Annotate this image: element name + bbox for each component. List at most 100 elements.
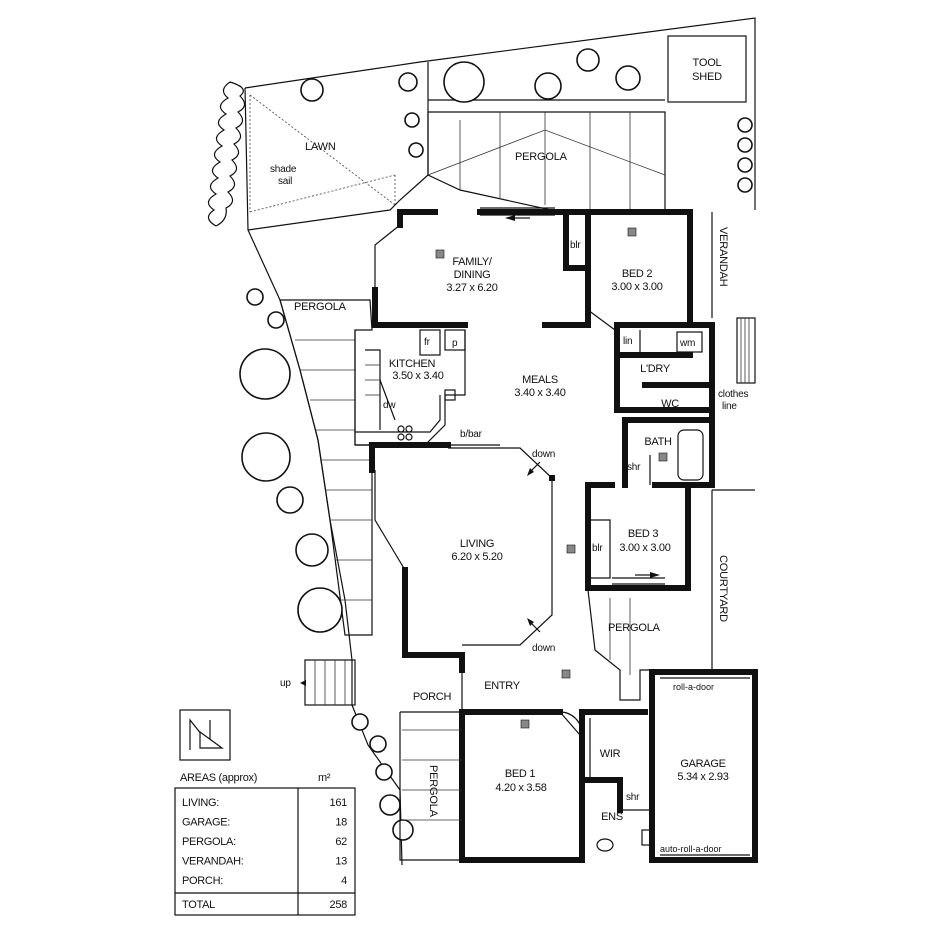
- shade-sail-label: shade: [270, 164, 297, 175]
- power-points: [435, 227, 668, 729]
- bed1-size: 4.20 x 3.58: [495, 782, 546, 794]
- areas-row-label: PERGOLA:: [182, 836, 236, 848]
- tree-icon: [737, 117, 753, 133]
- tree-icon: [392, 819, 414, 841]
- wc-name: WC: [661, 398, 679, 410]
- tree-icon: [297, 587, 343, 633]
- pergola-bottom-label: PERGOLA: [427, 765, 439, 818]
- bath-name: BATH: [644, 436, 672, 448]
- areas-row-value: 62: [335, 836, 347, 848]
- tree-icon: [241, 432, 291, 482]
- bed2-name: BED 2: [622, 268, 652, 280]
- p-label: p: [452, 338, 458, 349]
- areas-total-value: 258: [330, 899, 348, 911]
- tool-shed: TOOL SHED: [667, 35, 747, 103]
- areas-row-value: 161: [330, 797, 348, 809]
- tree-icon: [239, 348, 291, 400]
- tree-icon: [737, 157, 753, 173]
- arrow-down-icon: [527, 468, 534, 476]
- living-size: 6.20 x 5.20: [451, 551, 502, 563]
- interior-walls: [354, 207, 758, 861]
- arrow-right-icon: [650, 572, 660, 578]
- garden-steps: up: [280, 659, 356, 706]
- areas-row-label: LIVING:: [182, 797, 219, 809]
- fr-label: fr: [424, 337, 431, 348]
- pergola-left: PERGOLA: [279, 299, 373, 636]
- ens-name: ENS: [601, 811, 623, 823]
- roll-a-door-label: roll-a-door: [673, 682, 714, 692]
- verandah-label: VERANDAH: [717, 227, 729, 287]
- tree-icon: [615, 65, 641, 91]
- tree-icon: [351, 713, 369, 731]
- areas-unit: m²: [318, 772, 331, 784]
- down-label-2: down: [532, 643, 555, 654]
- garage-name: GARAGE: [680, 758, 725, 770]
- tree-icon: [737, 137, 753, 153]
- shr-ens-label: shr: [626, 792, 640, 803]
- tree-icon: [443, 61, 485, 103]
- wir-name: WIR: [600, 748, 621, 760]
- areas-row-label: PORCH:: [182, 875, 223, 887]
- tree-icon: [369, 735, 387, 753]
- courtyard: COURTYARD: [711, 490, 729, 672]
- tree-icon: [404, 112, 420, 128]
- kitchen-size: 3.50 x 3.40: [392, 370, 443, 382]
- tree-icon: [295, 533, 329, 567]
- down-label-1: down: [532, 449, 555, 460]
- tree-icon: [379, 794, 401, 816]
- arrow-left-icon: [505, 215, 515, 221]
- bed3-name: BED 3: [628, 528, 658, 540]
- dw-label: dw: [383, 400, 396, 411]
- blr-label: blr: [570, 240, 581, 251]
- shr-label: shr: [627, 462, 641, 473]
- meals-size: 3.40 x 3.40: [514, 387, 565, 399]
- pergola-left-label: PERGOLA: [294, 301, 347, 313]
- family-dining-name-2: DINING: [454, 269, 491, 281]
- clothes-line-label-2: line: [722, 401, 737, 412]
- bed1-name: BED 1: [505, 768, 535, 780]
- lawn-label: LAWN: [305, 141, 336, 153]
- areas-title: AREAS (approx): [180, 772, 257, 784]
- tree-icon: [408, 142, 424, 158]
- clothes-line-label: clothes: [718, 389, 748, 400]
- tree-icon: [375, 763, 393, 781]
- areas-row-label: VERANDAH:: [182, 856, 244, 868]
- areas-total-label: TOTAL: [182, 899, 215, 911]
- tree-icon: [737, 177, 753, 193]
- bbar-label: b/bar: [460, 429, 483, 440]
- areas-row-value: 4: [341, 875, 347, 887]
- shade-sail-label-2: sail: [278, 176, 292, 187]
- verandah: VERANDAH: [711, 212, 756, 384]
- bed3-size: 3.00 x 3.00: [619, 542, 670, 554]
- pergola-top: PERGOLA: [427, 111, 666, 213]
- tree-icon: [276, 486, 304, 514]
- family-dining-name: FAMILY/: [452, 256, 493, 268]
- meals-name: MEALS: [522, 374, 558, 386]
- arrow-down-icon: [527, 618, 534, 626]
- hedge: [207, 81, 246, 227]
- tool-shed-label: TOOL: [693, 57, 722, 69]
- areas-row-value: 13: [335, 856, 347, 868]
- up-label: up: [280, 678, 291, 689]
- living-name: LIVING: [460, 538, 494, 550]
- tree-icon: [267, 311, 285, 329]
- areas-row-label: GARAGE:: [182, 817, 230, 829]
- fixture-labels: blr blr fr p lin wm dw b/bar shr shr dow…: [383, 240, 722, 854]
- family-dining-size: 3.27 x 6.20: [446, 282, 497, 294]
- tool-shed-label-2: SHED: [692, 71, 722, 83]
- exterior-walls: [369, 209, 758, 863]
- courtyard-label: COURTYARD: [717, 555, 729, 622]
- arrows: [505, 215, 660, 633]
- blr3-label: blr: [592, 543, 603, 554]
- tree-icon: [300, 78, 324, 102]
- lin-label: lin: [623, 336, 632, 347]
- pergola-right-label: PERGOLA: [608, 622, 661, 634]
- north-compass-icon: [179, 709, 231, 761]
- garage-size: 5.34 x 2.93: [677, 771, 728, 783]
- tree-icon: [246, 288, 264, 306]
- room-labels: FAMILY/ DINING 3.27 x 6.20 BED 2 3.00 x …: [389, 256, 729, 823]
- areas-row-value: 18: [335, 817, 347, 829]
